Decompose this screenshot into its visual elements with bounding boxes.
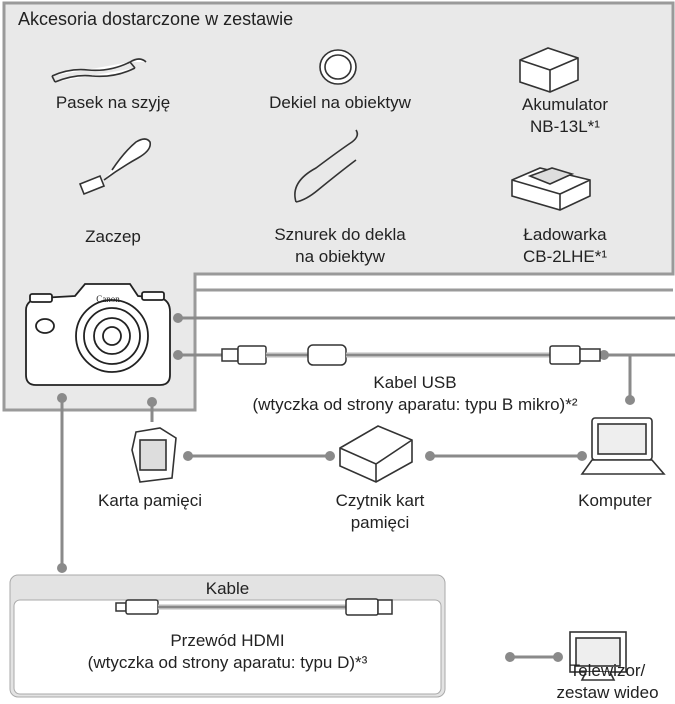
accessories-box (2, 1, 675, 412)
wrist-loop-icon (78, 138, 152, 196)
memory-card-icon (131, 427, 177, 483)
hdmi-cable-icon (115, 598, 393, 616)
battery-charger-icon (511, 167, 591, 211)
cables-box-title: Kable (205, 579, 250, 598)
tv-icon (569, 631, 627, 681)
camera-brand-text: Canon (96, 294, 120, 304)
card-reader-icon (339, 425, 413, 483)
usb-cable-label: Kabel USB (wtyczka od strony aparatu: ty… (252, 373, 578, 414)
lens-cap-icon (319, 49, 357, 85)
lens-cap-label: Dekiel na obiektyw (269, 93, 411, 112)
tv-label: Telewizor/ zestaw wideo (556, 661, 659, 702)
accessories-box-title: Akcesoria dostarczone w zestawie (18, 9, 294, 29)
cap-string-label: Sznurek do dekla na obiektyw (274, 225, 406, 266)
neck-strap-icon (51, 58, 147, 83)
usb-cable-icon (221, 344, 601, 366)
connection-lines (60, 316, 675, 659)
card-reader-label: Czytnik kart pamięci (335, 491, 425, 532)
laptop-icon (580, 417, 666, 475)
cables-box (13, 599, 442, 695)
camera-icon (25, 283, 171, 386)
charger-label: Ładowarka CB-2LHE*¹ (522, 225, 608, 266)
strap-label: Pasek na szyję (55, 93, 171, 112)
hdmi-cable-label: Przewód HDMI (wtyczka od strony aparatu:… (87, 631, 368, 672)
battery-pack-icon (519, 47, 579, 93)
wrist-loop-label: Zaczep (85, 227, 141, 246)
memory-card-label: Karta pamięci (98, 491, 202, 510)
computer-label: Komputer (578, 491, 652, 510)
lens-cap-string-icon (294, 129, 359, 203)
battery-label: Akumulator NB-13L*¹ (522, 95, 608, 136)
connection-dots (57, 313, 635, 662)
